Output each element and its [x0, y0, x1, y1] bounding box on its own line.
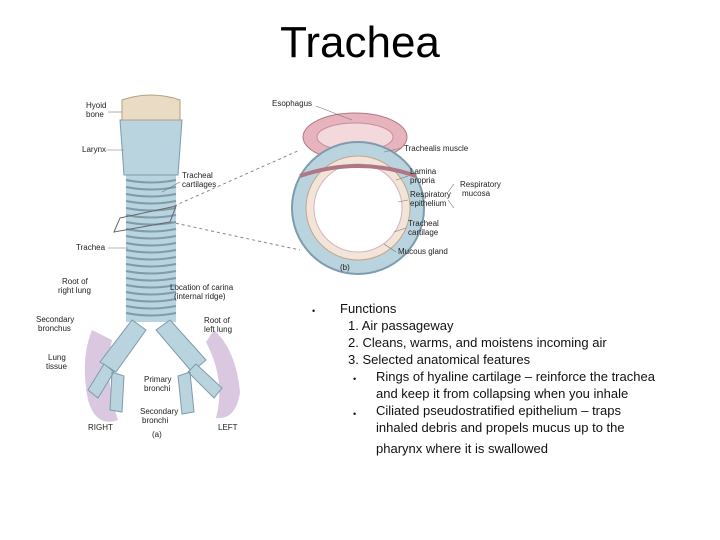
- figure-b-labels: Esophagus Trachealis muscle Lamina propr…: [272, 99, 501, 272]
- cartilage-ring: [125, 200, 177, 205]
- label-trachea: Trachea: [76, 243, 106, 252]
- figure-a-labels: Hyoid bone Larynx Tracheal cartilages Tr…: [36, 101, 238, 439]
- slide-title: Trachea: [280, 18, 440, 67]
- label-respiratory-mucosa: Respiratory: [460, 180, 501, 189]
- cartilage-ring: [125, 263, 177, 268]
- cartilage-ring: [125, 235, 177, 240]
- label-primary-bronchi: Primary: [144, 375, 172, 384]
- list-item: 1. Air passageway: [348, 318, 454, 333]
- svg-text:bronchi: bronchi: [144, 384, 170, 393]
- label-tracheal-cartilages: Tracheal: [182, 171, 213, 180]
- sub-bullet-dot: •: [353, 374, 357, 384]
- svg-text:(internal ridge): (internal ridge): [174, 292, 226, 301]
- trachea-cross-section: [291, 112, 425, 275]
- svg-text:epithelium: epithelium: [410, 199, 447, 208]
- label-left: LEFT: [218, 423, 238, 432]
- cartilage-ring: [125, 305, 177, 310]
- cartilage-ring: [125, 270, 177, 275]
- cartilage-ring: [125, 291, 177, 296]
- bullet-dot: •: [312, 306, 316, 316]
- cartilage-ring: [125, 228, 177, 233]
- label-panel-b: (b): [340, 263, 350, 272]
- cartilage-ring: [125, 179, 177, 184]
- label-secondary-bronchus: Secondary: [36, 315, 74, 324]
- label-lung-tissue: Lung: [48, 353, 66, 362]
- cartilage-ring: [125, 207, 177, 212]
- label-hyoid: Hyoid: [86, 101, 106, 110]
- label-esophagus: Esophagus: [272, 99, 312, 108]
- svg-text:tissue: tissue: [46, 362, 67, 371]
- cartilage-ring: [125, 284, 177, 289]
- cartilage-ring: [125, 242, 177, 247]
- larynx: [119, 119, 183, 176]
- svg-text:left lung: left lung: [204, 325, 232, 334]
- label-right: RIGHT: [88, 423, 113, 432]
- cartilage-ring: [125, 193, 177, 198]
- label-lamina: Lamina: [410, 167, 437, 176]
- sub-item: Ciliated pseudostratified epithelium – t…: [376, 403, 621, 418]
- label-carina: Location of carina: [170, 283, 234, 292]
- cartilage-ring: [125, 186, 177, 191]
- left-primary-bronchus: [155, 319, 207, 373]
- sub-item-continuation: and keep it from collapsing when you inh…: [376, 386, 629, 401]
- cartilage-ring: [125, 249, 177, 254]
- cartilage-ring: [125, 256, 177, 261]
- svg-text:mucosa: mucosa: [462, 189, 491, 198]
- sub-bullet-dot: •: [353, 409, 357, 419]
- label-root-left: Root of: [204, 316, 231, 325]
- list-item: 3. Selected anatomical features: [348, 352, 531, 367]
- svg-text:bone: bone: [86, 110, 104, 119]
- label-root-right: Root of: [62, 277, 89, 286]
- right-primary-bronchus: [99, 319, 147, 373]
- label-larynx: Larynx: [82, 145, 106, 154]
- label-panel-a: (a): [152, 430, 162, 439]
- label-tracheal-cartilage: Tracheal: [408, 219, 439, 228]
- cartilage-ring: [125, 277, 177, 282]
- label-respiratory-epithelium: Respiratory: [410, 190, 451, 199]
- sub-item: Rings of hyaline cartilage – reinforce t…: [376, 369, 655, 384]
- label-trachealis: Trachealis muscle: [404, 144, 469, 153]
- cartilage-ring: [125, 298, 177, 303]
- svg-text:bronchus: bronchus: [38, 324, 71, 333]
- left-lung-tissue: [206, 330, 240, 419]
- svg-text:right lung: right lung: [58, 286, 91, 295]
- list-item: 2. Cleans, warms, and moistens incoming …: [348, 335, 607, 350]
- label-mucous-gland: Mucous gland: [398, 247, 448, 256]
- right-secondary-bronchi: [87, 363, 125, 413]
- svg-text:cartilage: cartilage: [408, 228, 439, 237]
- svg-text:cartilages: cartilages: [182, 180, 216, 189]
- left-secondary-bronchi: [177, 363, 223, 415]
- functions-heading: Functions: [340, 301, 397, 316]
- svg-text:propria: propria: [410, 176, 435, 185]
- label-secondary-bronchi: Secondary: [140, 407, 178, 416]
- hyoid-bone: [121, 94, 181, 121]
- svg-text:bronchi: bronchi: [142, 416, 168, 425]
- sub-item-continuation: pharynx where it is swallowed: [376, 441, 548, 456]
- cartilage-ring: [125, 312, 177, 317]
- sub-item-continuation: inhaled debris and propels mucus up to t…: [376, 420, 625, 435]
